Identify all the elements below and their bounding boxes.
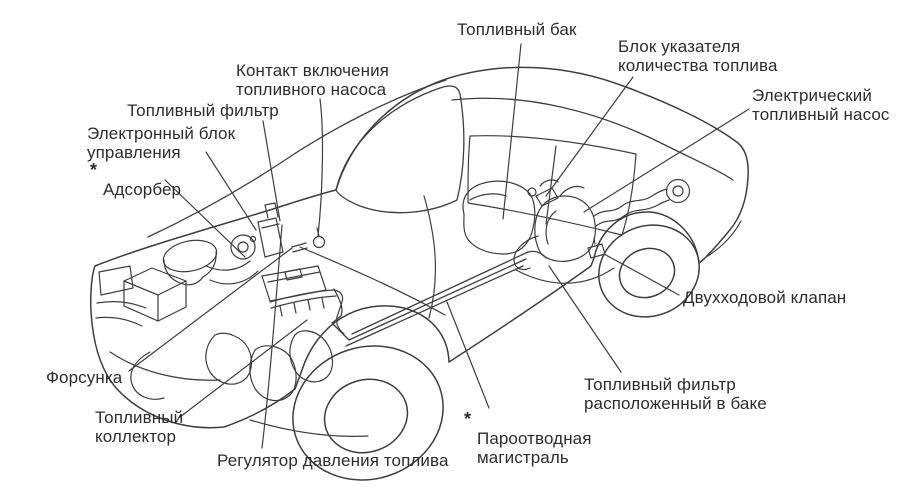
engine-assembly	[123, 202, 369, 437]
label-adsorber: * Адсорбер	[90, 161, 182, 200]
label-in-tank-filter: Топливный фильтр расположенный в баке	[584, 375, 767, 413]
label-electric-pump: Электрический топливный насос	[752, 86, 890, 124]
adsorber-footnote-marker: *	[90, 160, 98, 180]
label-pressure-regulator: Регулятор давления топлива	[217, 451, 449, 470]
leader-electric-pump	[583, 108, 750, 213]
leader-fuel-rail	[179, 319, 308, 418]
leader-lines	[128, 43, 750, 449]
leader-adsorber	[164, 179, 246, 258]
leader-gauge-unit	[545, 76, 634, 197]
leader-vapor-line	[446, 301, 490, 409]
fuel-lines	[331, 250, 547, 347]
car-body-outline	[90, 66, 749, 429]
label-adsorber-text: Адсорбер	[103, 180, 182, 199]
leader-two-way-valve	[603, 253, 680, 296]
label-fuel-filter: Топливный фильтр	[127, 101, 279, 120]
label-vapor-line-text: Пароотводная магистраль	[477, 429, 592, 467]
label-injector: Форсунка	[46, 368, 123, 387]
leader-injector	[128, 247, 293, 372]
label-fuel-tank: Топливный бак	[457, 20, 577, 39]
leader-fuel-tank	[502, 43, 522, 220]
leader-ecu	[205, 151, 257, 231]
leader-fuel-filter	[262, 120, 281, 222]
label-pump-contact: Контакт включения топливного насоса	[236, 61, 389, 99]
fuel-tank-assembly	[462, 178, 691, 284]
label-vapor-line: *Пароотводная магистраль	[464, 410, 592, 468]
label-gauge-unit: Блок указателя количества топлива	[618, 37, 778, 75]
label-fuel-rail: Топливный коллектор	[95, 408, 184, 446]
leader-pump-contact	[317, 98, 324, 237]
vapor-line-footnote-marker: *	[464, 409, 472, 429]
rear-wheel	[598, 224, 700, 318]
leader-in-tank-filter	[548, 265, 622, 373]
leader-pressure-regulator	[261, 224, 283, 449]
front-wheel	[292, 345, 444, 481]
label-ecu: Электронный блок управления	[87, 124, 236, 162]
label-two-way-valve: Двухходовой клапан	[683, 288, 847, 307]
